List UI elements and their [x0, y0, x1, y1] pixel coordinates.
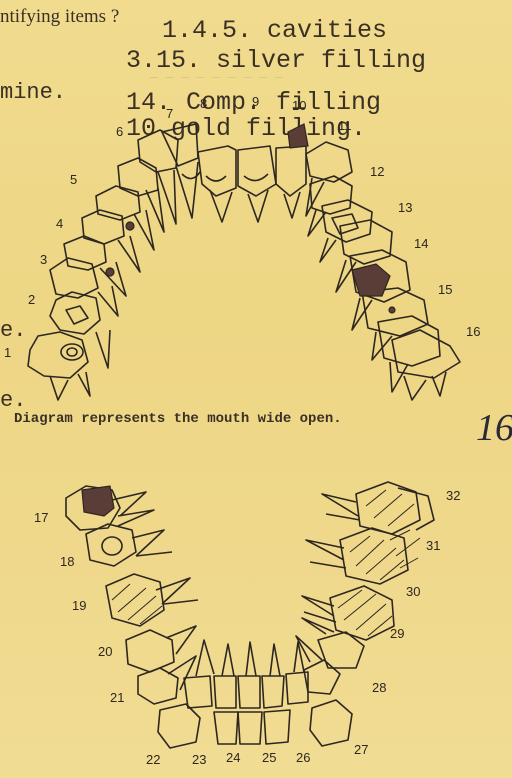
tooth-number-28: 28 [372, 680, 386, 695]
tooth-number-31: 31 [426, 538, 440, 553]
tooth-number-5: 5 [70, 172, 77, 187]
tooth-number-27: 27 [354, 742, 368, 757]
tooth-number-19: 19 [72, 598, 86, 613]
tooth-number-23: 23 [192, 752, 206, 767]
tooth-number-13: 13 [398, 200, 412, 215]
tooth-number-22: 22 [146, 752, 160, 767]
tooth-number-10: 10 [292, 98, 306, 113]
tooth-number-3: 3 [40, 252, 47, 267]
tooth-number-14: 14 [414, 236, 428, 251]
tooth-number-18: 18 [60, 554, 74, 569]
tooth-number-6: 6 [116, 124, 123, 139]
tooth-number-4: 4 [56, 216, 63, 231]
tooth-number-17: 17 [34, 510, 48, 525]
tooth-number-7: 7 [166, 106, 173, 121]
tooth-number-1: 1 [4, 345, 11, 360]
tooth-number-8: 8 [200, 96, 207, 111]
tooth-number-26: 26 [296, 750, 310, 765]
lower-right-teeth [214, 482, 434, 746]
tooth-number-24: 24 [226, 750, 240, 765]
lower-left-teeth [66, 486, 238, 748]
tooth-number-30: 30 [406, 584, 420, 599]
tooth-number-9: 9 [252, 94, 259, 109]
tooth-number-21: 21 [110, 690, 124, 705]
tooth-number-20: 20 [98, 644, 112, 659]
tooth-number-12: 12 [370, 164, 384, 179]
tooth-number-25: 25 [262, 750, 276, 765]
tooth-number-15: 15 [438, 282, 452, 297]
tooth-number-32: 32 [446, 488, 460, 503]
tooth-number-11: 11 [338, 118, 352, 133]
tooth-number-29: 29 [390, 626, 404, 641]
upper-right-teeth [238, 142, 460, 400]
tooth-number-16: 16 [466, 324, 480, 339]
upper-left-teeth [28, 124, 236, 400]
tooth-number-2: 2 [28, 292, 35, 307]
